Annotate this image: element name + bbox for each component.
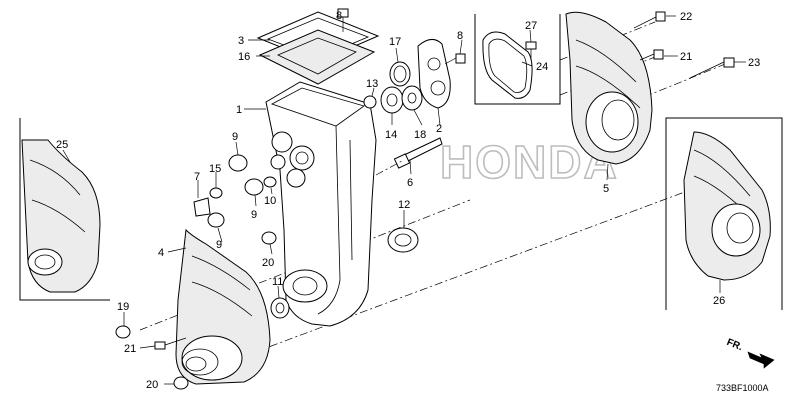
callout-24: 24 [536,61,548,73]
callout-3: 3 [238,35,244,47]
callout-17: 17 [389,36,401,48]
drawing-code: 733BF1000A [716,383,769,393]
callout-22: 22 [680,11,692,23]
belt-cover-right-part [665,117,783,310]
callout-13: 13 [366,78,378,90]
callout-11: 11 [272,276,283,288]
front-arrow-icon [747,351,775,369]
callout-20-lower: 20 [146,379,158,391]
callout-6: 6 [407,177,413,189]
leader-lines [62,15,746,385]
callout-12: 12 [398,199,410,211]
callout-labels: 8 3 16 1 17 13 14 18 2 8 27 24 22 21 23 … [56,10,760,391]
callout-25: 25 [56,139,68,151]
shaft-6-part [375,137,443,176]
belt-cover-rear-part [565,11,653,165]
gearbox-housing-part [265,81,377,327]
front-label: FR. [725,337,744,353]
plugs-caps-part [193,154,277,228]
callout-10: 10 [264,195,276,207]
bolts-right-part [633,11,735,79]
bolt-8-top-part [337,8,349,32]
top-cover-part [256,11,380,85]
callout-23: 23 [748,57,760,69]
callout-16: 16 [238,51,250,63]
gasket-box-part [474,14,561,105]
callout-5: 5 [603,183,609,195]
callout-7: 7 [194,171,200,183]
callout-14: 14 [385,129,397,141]
bushing-12-part [387,227,419,253]
callout-8-top: 8 [336,10,342,22]
callout-15: 15 [209,163,221,175]
callout-18: 18 [414,129,426,141]
callout-4: 4 [158,247,164,259]
callout-21-left: 21 [124,343,136,355]
callout-9-lower: 9 [216,239,222,251]
callout-27: 27 [525,20,537,32]
front-direction-marker: FR. [725,337,775,369]
callout-20-upper: 20 [262,257,274,269]
callout-21-right: 21 [680,51,692,63]
bearings-seals-part [363,39,451,114]
bushing-11-part [270,297,290,319]
callout-9-upper: 9 [232,131,238,143]
belt-cover-front-part [175,228,271,385]
belt-cover-left-part [19,118,110,301]
callout-19: 19 [117,301,129,313]
callout-2: 2 [436,123,442,135]
nut-20-upper-part [261,231,277,245]
callout-1: 1 [236,104,242,116]
bolt-8-side-part [444,53,466,65]
callout-8-side: 8 [457,30,463,42]
fasteners-lower-left-part [115,325,189,390]
callout-9-middle: 9 [251,209,257,221]
callout-26: 26 [713,295,725,307]
